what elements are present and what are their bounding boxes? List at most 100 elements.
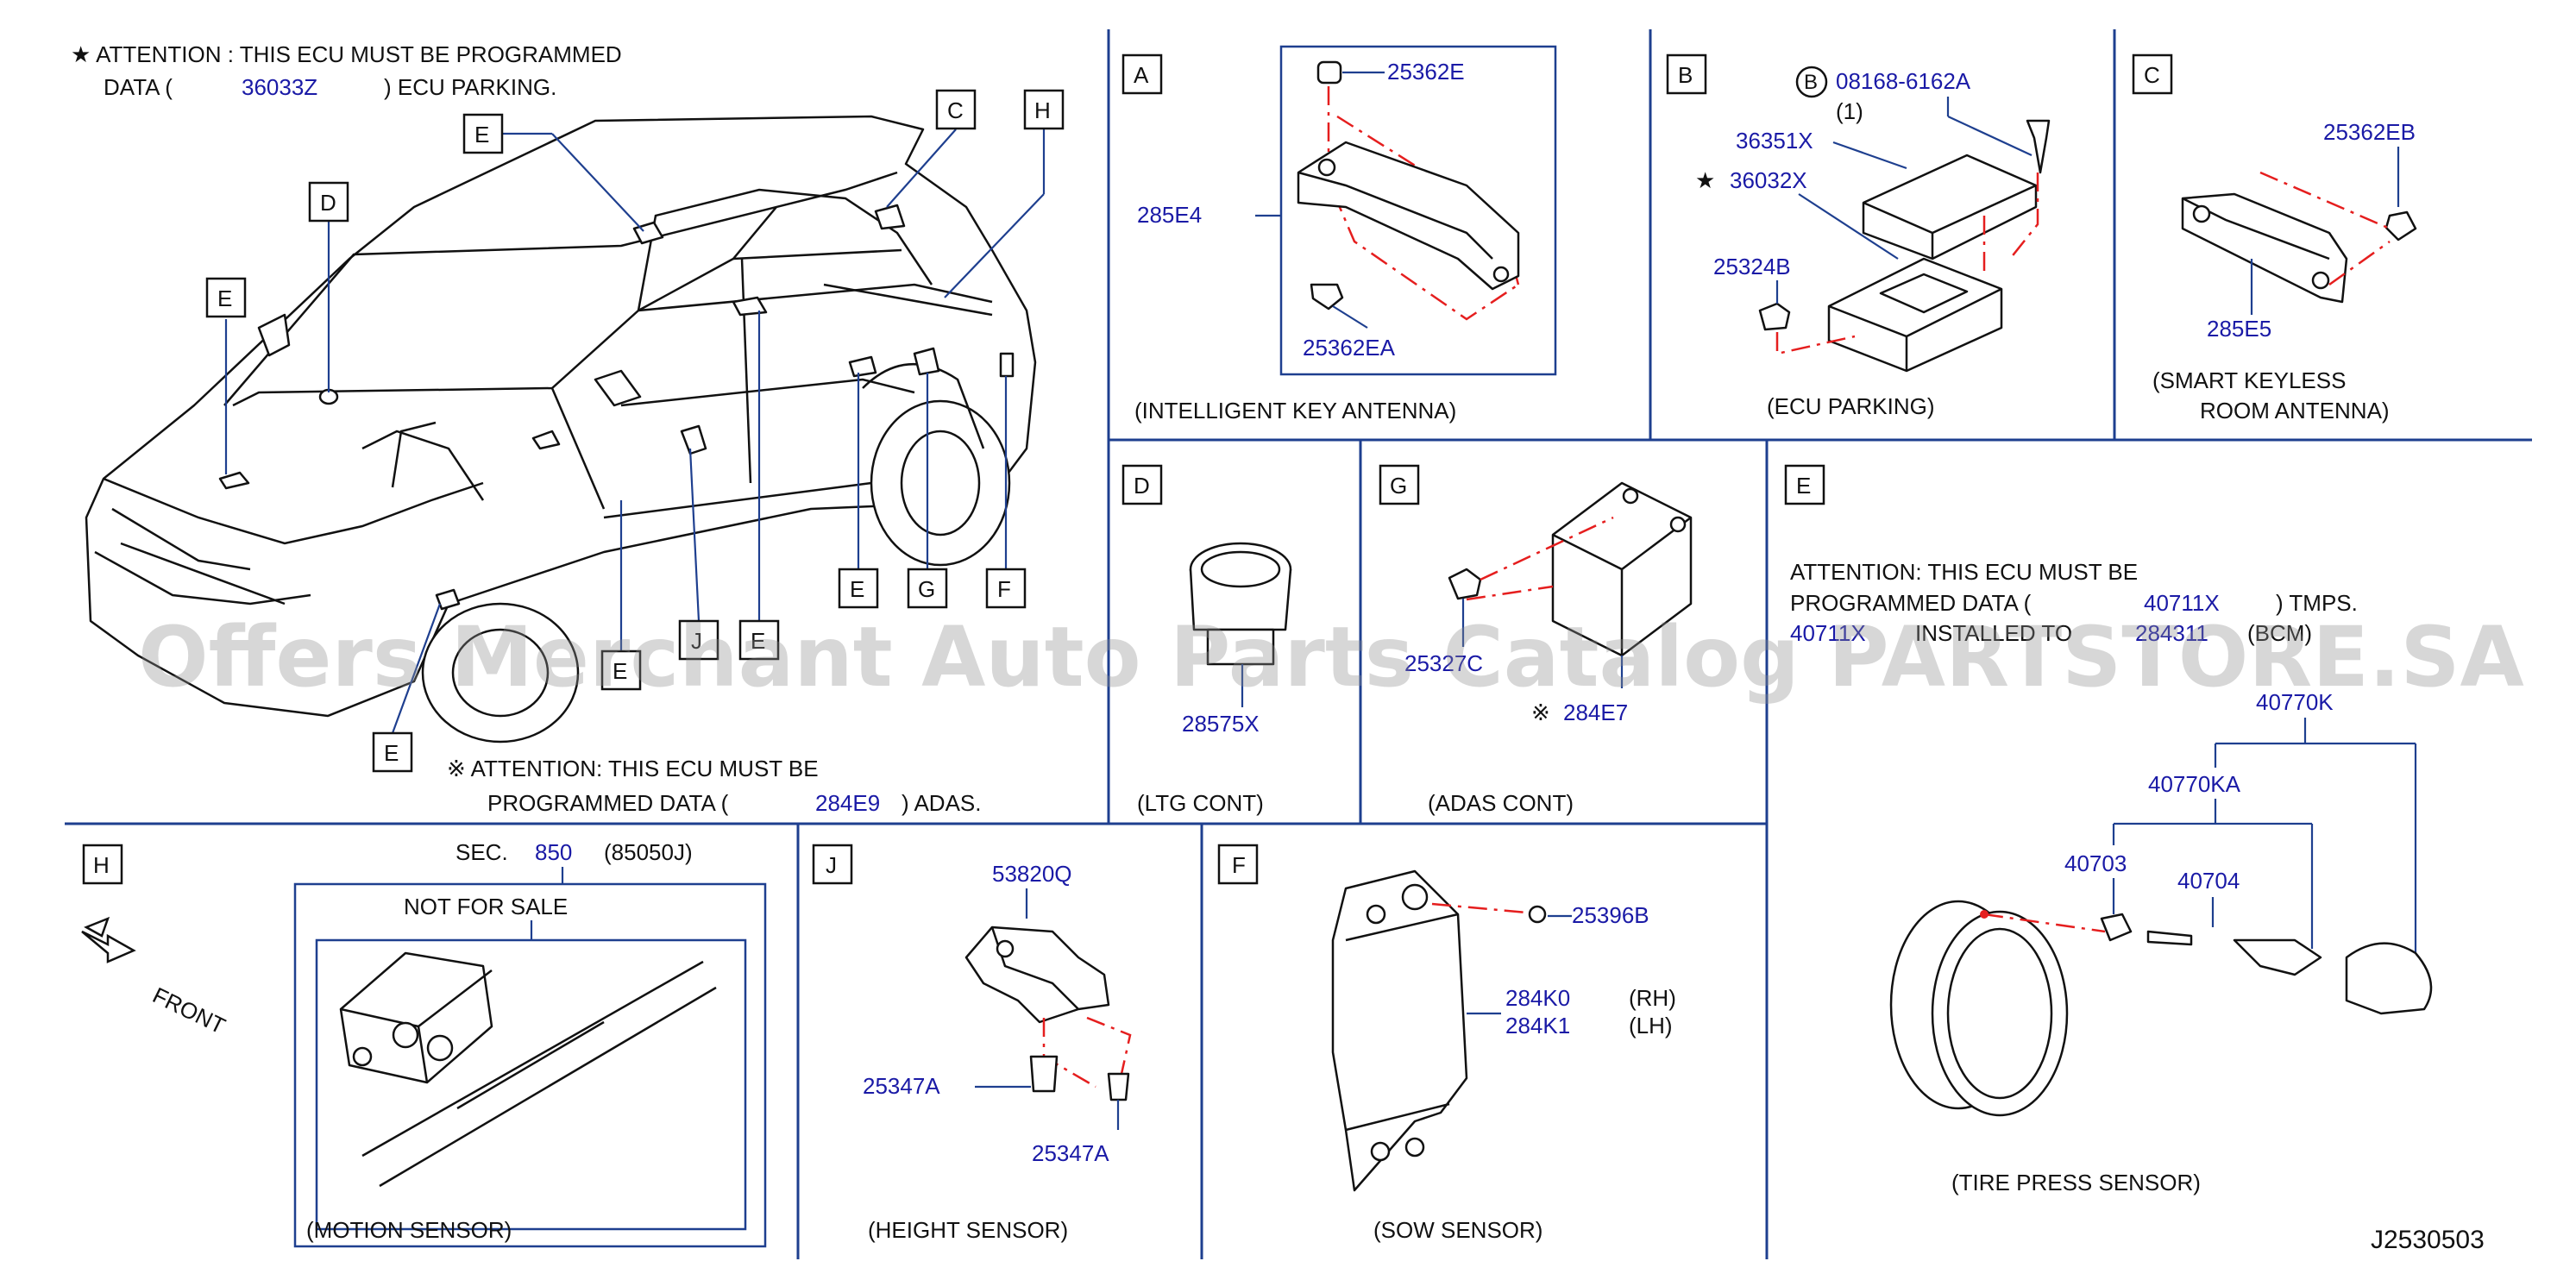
panel-f-caption: (SOW SENSOR): [1373, 1217, 1542, 1243]
panel-c-part-285e5: 285E5: [2207, 316, 2271, 342]
panel-f-side-lh: (LH): [1629, 1013, 1673, 1038]
callout-box-f: [985, 568, 1027, 609]
panel-b-caption: (ECU PARKING): [1767, 393, 1935, 419]
panel-a-part-25362e: 25362E: [1387, 59, 1465, 85]
panel-e-tag: [1784, 464, 1825, 505]
callout-label-f: F: [997, 576, 1011, 602]
panel-j-tag-label: J: [826, 852, 837, 878]
panel-h-caption: (MOTION SENSOR): [306, 1217, 512, 1243]
panel-e-attention-code: 40711X: [2144, 590, 2220, 616]
panel-d-caption: (LTG CONT): [1137, 790, 1264, 816]
panel-a-tag-label: A: [1134, 62, 1149, 88]
panel-h: H SEC. 850 (85050J) NOT FOR SALE FRONT (…: [81, 839, 767, 1248]
adas-attention-line2b: ) ADAS.: [902, 790, 981, 816]
callout-box-e4: [738, 619, 780, 661]
panel-h-sec-num: 850: [535, 839, 572, 865]
callout-box-g: [907, 568, 948, 609]
main-attention-line2a: DATA (: [104, 74, 173, 100]
panel-e-tag-label: E: [1796, 473, 1811, 499]
panel-e-attention-line3b: INSTALLED TO: [1915, 620, 2072, 646]
panel-f: F 25396B 284K0 (RH) 284K1 (LH) (SOW SENS…: [1217, 844, 1676, 1243]
panel-b-part-25324b: 25324B: [1713, 254, 1791, 279]
panel-e-part-40770ka: 40770KA: [2148, 771, 2241, 797]
callout-label-e5: E: [850, 576, 864, 602]
panel-a-caption: (INTELLIGENT KEY ANTENNA): [1134, 398, 1456, 424]
callout-box-c: [935, 89, 977, 130]
panel-b-part-08168: 08168-6162A: [1836, 68, 1971, 94]
panel-b-star: ★: [1695, 167, 1715, 193]
panel-f-part-284k1: 284K1: [1505, 1013, 1570, 1038]
panel-e-part-40703: 40703: [2064, 850, 2127, 876]
panel-e-part-40704: 40704: [2177, 868, 2240, 894]
callout-box-e1: [205, 277, 247, 318]
panel-b-tag: [1666, 53, 1707, 95]
vehicle-illustration: [85, 115, 1037, 744]
panel-f-part-25396b: 25396B: [1572, 902, 1649, 928]
watermark-text: Offers Merchant Auto Parts Catalog PARTS…: [138, 609, 2524, 706]
panel-e-attention-line1: ATTENTION: THIS ECU MUST BE: [1790, 559, 2138, 585]
panel-c-caption-line2: ROOM ANTENNA): [2200, 398, 2390, 424]
panel-f-part-284k0: 284K0: [1505, 985, 1570, 1011]
panel-e-attention-line3c: 284311: [2135, 620, 2208, 646]
panel-c-tag: [2132, 53, 2173, 95]
panel-h-tag-label: H: [93, 852, 110, 878]
callout-box-e5: [838, 568, 879, 609]
panel-h-tag: [82, 844, 123, 885]
panel-b-part-36351x: 36351X: [1736, 128, 1813, 154]
callout-label-e4: E: [751, 628, 765, 654]
panel-f-tag: [1217, 844, 1259, 885]
panel-h-not-for-sale: NOT FOR SALE: [404, 894, 568, 919]
panel-b: B B 08168-6162A (1) 36351X ★ 36032X 2532…: [1666, 53, 2051, 419]
panel-j-part-25347a-2: 25347A: [1032, 1140, 1109, 1166]
diagram-id: J2530503: [2371, 1226, 2485, 1254]
panel-e-attention-line3d: (BCM): [2247, 620, 2312, 646]
adas-attention-line1: ※ ATTENTION: THIS ECU MUST BE: [447, 756, 819, 781]
panel-g: G 25327C ※ 284E7 (ADAS CONT): [1379, 464, 1693, 816]
callout-label-e6: E: [384, 740, 399, 766]
panel-g-mark: ※: [1531, 700, 1550, 725]
panel-j-tag: [812, 844, 853, 885]
callout-label-e1: E: [217, 285, 232, 311]
callout-label-e2: E: [474, 122, 489, 147]
panel-a: A 25362E 285E4 25362EA (INTELLIGENT KEY …: [1122, 45, 1557, 424]
callout-box-e6: [372, 731, 413, 773]
callout-label-j: J: [691, 628, 702, 654]
panel-b-part-36032x: 36032X: [1730, 167, 1807, 193]
panel-e-attention-line2b: ) TMPS.: [2276, 590, 2358, 616]
panel-e-part-40770k: 40770K: [2256, 689, 2334, 715]
callout-box-h: [1023, 89, 1065, 130]
panel-c-caption-line1: (SMART KEYLESS: [2152, 367, 2346, 393]
panel-j-part-53820q: 53820Q: [992, 861, 1072, 887]
panel-g-tag-label: G: [1390, 473, 1407, 499]
panel-a-part-25362ea: 25362EA: [1303, 335, 1396, 361]
callout-label-h: H: [1034, 97, 1051, 123]
callout-label-e3: E: [613, 658, 627, 684]
panel-a-tag: [1122, 53, 1163, 95]
panel-c: C 25362EB 285E5 (SMART KEYLESS ROOM ANTE…: [2132, 53, 2417, 424]
adas-attention-code: 284E9: [815, 790, 880, 816]
adas-attention-line2a: PROGRAMMED DATA (: [487, 790, 729, 816]
panel-grid: [65, 29, 2532, 1259]
panel-c-part-25362eb: 25362EB: [2323, 119, 2416, 145]
panel-h-front: FRONT: [148, 982, 229, 1038]
panel-h-sec-label: SEC.: [456, 839, 508, 865]
callout-label-c: C: [947, 97, 964, 123]
callout-label-g: G: [918, 576, 935, 602]
panel-g-tag: [1379, 464, 1420, 505]
panel-b-part-qty: (1): [1836, 98, 1863, 124]
callout-box-e3: [600, 649, 642, 691]
panel-a-part-285e4: 285E4: [1137, 202, 1202, 228]
panel-f-tag-label: F: [1232, 852, 1246, 878]
panel-e-caption: (TIRE PRESS SENSOR): [1951, 1170, 2201, 1195]
callout-label-d: D: [320, 190, 336, 216]
panel-g-part-25327c: 25327C: [1404, 650, 1483, 676]
panel-b-bolt-marker: B: [1804, 71, 1818, 94]
panel-g-part-284e7: 284E7: [1563, 700, 1628, 725]
panel-c-tag-label: C: [2144, 62, 2160, 88]
panel-g-caption: (ADAS CONT): [1428, 790, 1574, 816]
main-attention-code: 36033Z: [242, 74, 317, 100]
panel-j-caption: (HEIGHT SENSOR): [868, 1217, 1068, 1243]
panel-j-part-25347a-1: 25347A: [863, 1073, 940, 1099]
panel-d-tag: [1122, 464, 1163, 505]
